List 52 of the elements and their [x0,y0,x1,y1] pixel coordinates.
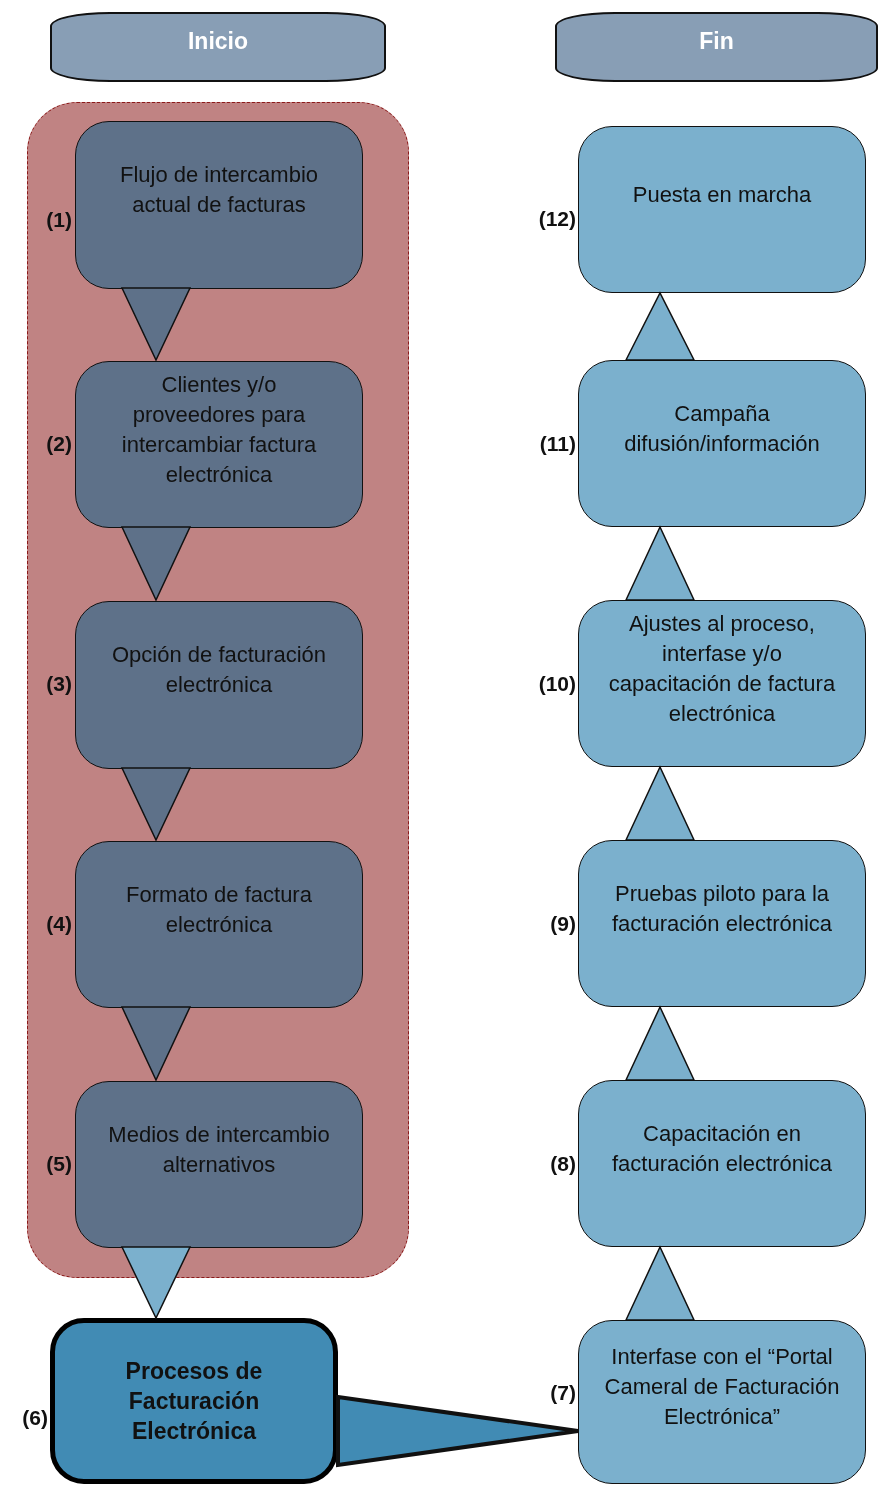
step-text: Interfase con el “Portal Cameral de Facturación Electrónica” [603,1343,841,1431]
phase-header-band [555,12,878,82]
step-callout-box [75,121,363,289]
step-text: Inicio [187,27,249,56]
step-callout-box [578,1080,866,1247]
step-text: Puesta en marcha [632,180,812,209]
callout-tail [624,1245,696,1321]
step-number: (11) [539,431,576,456]
dashed-group-region [27,102,409,1278]
callout-tail [120,287,192,362]
callout-tail [120,767,192,842]
callout-tail [120,1006,192,1082]
step-callout-box [75,841,363,1008]
callout-tail [624,525,696,601]
step-number: (8) [550,1151,576,1176]
step-callout-box [578,840,866,1007]
step-number: (9) [550,911,576,936]
step-text: Ajustes al proceso, interfase y/o capacitación de factura electrónica [607,609,837,728]
step-callout-box [578,1320,866,1484]
step-callout-box [75,601,363,769]
step-text: Capacitación en facturación electrónica [610,1119,834,1178]
callout-tail [120,1246,192,1320]
step-callout-box [75,361,363,528]
step-text: Formato de factura electrónica [125,880,313,939]
callout-tail [120,526,192,602]
phase-header-band [50,12,386,82]
step-text: Procesos de Facturación Electrónica [124,1357,264,1446]
step-text: Medios de intercambio alternativos [107,1120,331,1179]
step-text: Fin [699,27,734,56]
callout-tail [624,291,696,361]
step-callout-box [578,126,866,293]
step-callout-box [578,600,866,767]
step-text: Campaña difusión/información [623,399,821,458]
callout-tail [624,1005,696,1081]
step-number: (1) [46,208,72,232]
step-text: Opción de facturación electrónica [111,641,327,699]
step-number: (4) [46,911,72,936]
callout-tail [336,1394,580,1468]
step-text: Clientes y/o proveedores para intercambiar factura electrónica [120,370,318,489]
step-callout-box [75,1081,363,1248]
central-process-callout [50,1318,338,1484]
step-number: (12) [538,206,576,231]
step-number: (6) [22,1406,48,1430]
step-text: Pruebas piloto para la facturación electrónica [610,879,834,938]
step-text: Flujo de intercambio actual de facturas [118,161,320,219]
step-callout-box [578,360,866,527]
step-number: (2) [46,431,72,456]
callout-tail [624,765,696,841]
step-number: (5) [46,1151,72,1176]
step-number: (7) [550,1381,576,1405]
step-number: (10) [538,671,576,696]
step-number: (3) [46,672,72,696]
